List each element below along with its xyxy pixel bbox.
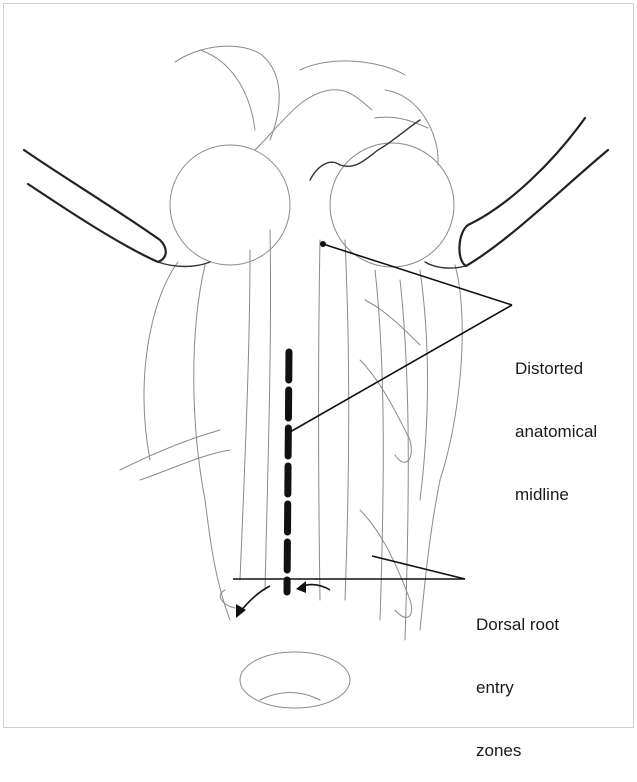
midline-label: Distorted anatomical midline bbox=[515, 316, 597, 526]
distorted-midline-dashes bbox=[287, 352, 289, 592]
left-nerve-outline bbox=[24, 150, 166, 262]
sketch-accents bbox=[158, 120, 466, 268]
drez-pointer-lines bbox=[233, 556, 465, 579]
drez-arrowheads bbox=[236, 581, 306, 618]
midline-label-line-2: anatomical bbox=[515, 421, 597, 442]
midline-pointer-lines bbox=[290, 244, 512, 432]
midline-label-line-1: Distorted bbox=[515, 358, 597, 379]
dorsal-root-label-line-2: entry bbox=[476, 677, 559, 698]
dorsal-root-label: Dorsal root entry zones bbox=[476, 572, 559, 782]
right-nerve-outline bbox=[459, 118, 608, 266]
midline-pointer-dot bbox=[320, 241, 326, 247]
dorsal-root-label-line-1: Dorsal root bbox=[476, 614, 559, 635]
midline-label-line-3: midline bbox=[515, 484, 597, 505]
dorsal-root-label-line-3: zones bbox=[476, 740, 559, 761]
